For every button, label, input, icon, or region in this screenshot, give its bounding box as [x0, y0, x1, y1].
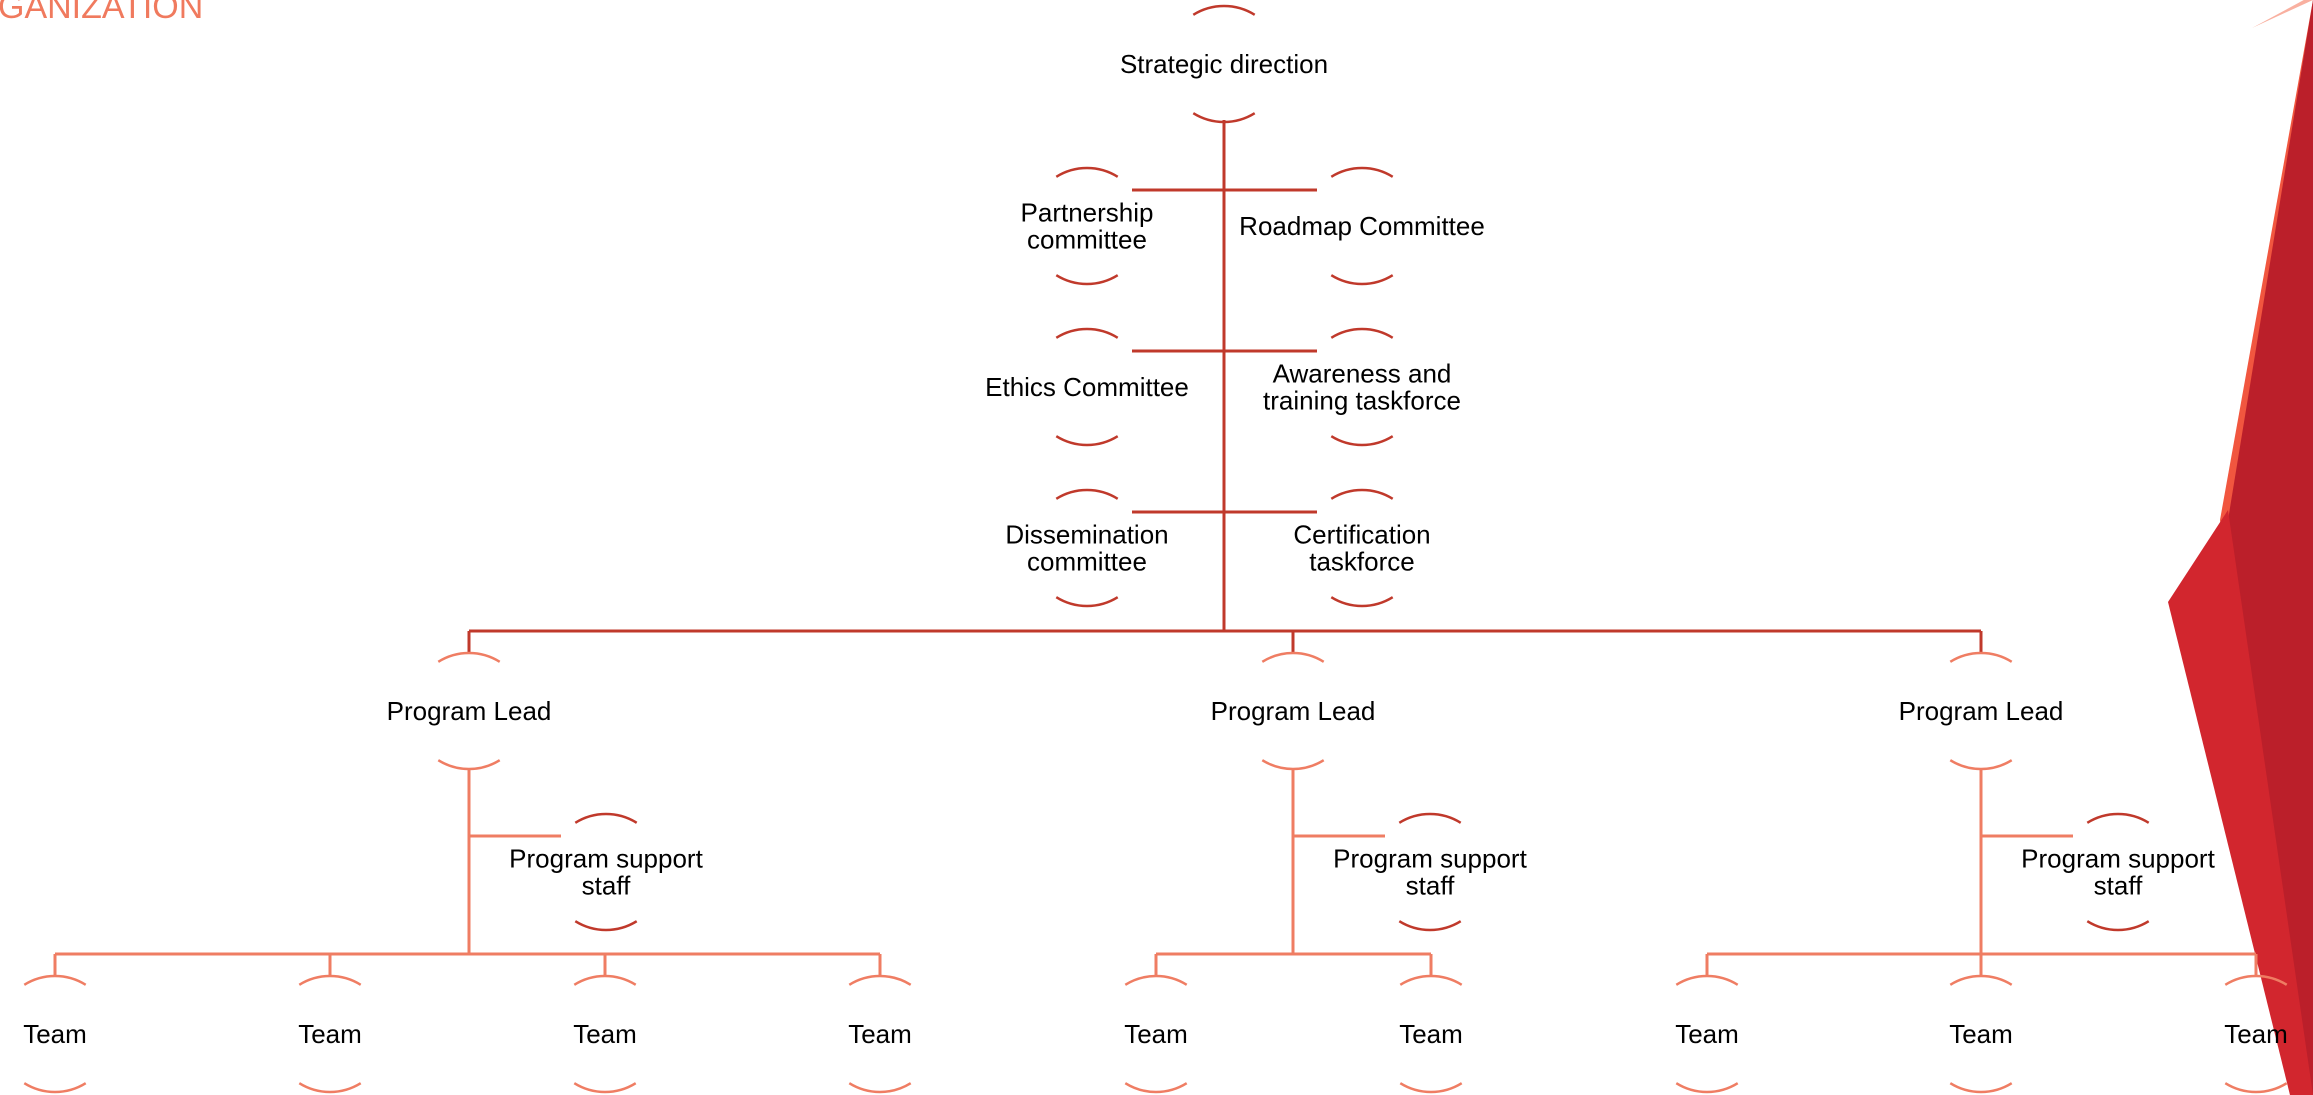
node-bottom-arc: [1330, 596, 1394, 608]
node-top-arc: [1261, 651, 1325, 663]
node-bottom-arc: [437, 759, 501, 771]
node-label: Team: [2224, 1019, 2288, 1049]
node-label: Team: [573, 1019, 637, 1049]
node-top-arc: [1330, 166, 1394, 178]
node-bottom-arc: [1124, 1082, 1188, 1094]
node-top-arc: [1330, 327, 1394, 339]
node-top-arc: [574, 812, 638, 824]
node-top-arc: [1124, 974, 1188, 986]
node-bottom-arc: [1330, 274, 1394, 286]
node-bottom-arc: [2086, 920, 2150, 932]
node-program-lead-0: Program Lead: [387, 651, 552, 771]
node-bottom-arc: [574, 920, 638, 932]
node-label: Team: [848, 1019, 912, 1049]
node-top-arc: [1055, 327, 1119, 339]
node-bottom-arc: [23, 1082, 87, 1094]
node-team-0-1: Team: [298, 974, 362, 1094]
node-team-2-0: Team: [1675, 974, 1739, 1094]
node-top-arc: [1949, 651, 2013, 663]
node-bottom-arc: [1399, 1082, 1463, 1094]
node-top-arc: [2086, 812, 2150, 824]
node-strategic-direction: Strategic direction: [1120, 4, 1328, 124]
node-top-arc: [1675, 974, 1739, 986]
node-top-arc: [573, 974, 637, 986]
node-bottom-arc: [1055, 596, 1119, 608]
node-bottom-arc: [573, 1082, 637, 1094]
node-bottom-arc: [1398, 920, 1462, 932]
node-label: Team: [1124, 1019, 1188, 1049]
node-program-lead-1: Program Lead: [1211, 651, 1376, 771]
node-top-arc: [1398, 812, 1462, 824]
node-bottom-arc: [298, 1082, 362, 1094]
node-top-arc: [298, 974, 362, 986]
node-label: Roadmap Committee: [1239, 211, 1485, 241]
node-top-arc: [1399, 974, 1463, 986]
node-bottom-arc: [1192, 112, 1256, 124]
accent-shape-red: [2168, 510, 2313, 1095]
node-team-1-0: Team: [1124, 974, 1188, 1094]
node-label: Program Lead: [1899, 696, 2064, 726]
node-bottom-arc: [1949, 1082, 2013, 1094]
node-top-arc: [1192, 4, 1256, 16]
node-bottom-arc: [1330, 435, 1394, 447]
node-label: Team: [1949, 1019, 2013, 1049]
node-committee-1: Roadmap Committee: [1239, 166, 1485, 286]
node-label: Strategic direction: [1120, 49, 1328, 79]
node-program-lead-2: Program Lead: [1899, 651, 2064, 771]
node-team-0-0: Team: [23, 974, 87, 1094]
node-top-arc: [1055, 166, 1119, 178]
node-top-arc: [1330, 488, 1394, 500]
node-label: Ethics Committee: [985, 372, 1189, 402]
node-top-arc: [2224, 974, 2288, 986]
node-label: Program Lead: [1211, 696, 1376, 726]
node-team-0-2: Team: [573, 974, 637, 1094]
node-top-arc: [23, 974, 87, 986]
node-label: Team: [1675, 1019, 1739, 1049]
node-bottom-arc: [848, 1082, 912, 1094]
node-label: Program Lead: [387, 696, 552, 726]
node-bottom-arc: [1261, 759, 1325, 771]
node-bottom-arc: [1055, 274, 1119, 286]
node-top-arc: [437, 651, 501, 663]
node-bottom-arc: [1055, 435, 1119, 447]
node-bottom-arc: [2224, 1082, 2288, 1094]
node-team-1-1: Team: [1399, 974, 1463, 1094]
node-bottom-arc: [1949, 759, 2013, 771]
decorative-accent-shapes: [2168, 0, 2313, 1095]
slide-title: GANIZATION: [0, 0, 203, 26]
node-team-2-1: Team: [1949, 974, 2013, 1094]
accent-shape-top: [2252, 0, 2313, 28]
node-top-arc: [848, 974, 912, 986]
node-bottom-arc: [1675, 1082, 1739, 1094]
node-team-2-2: Team: [2224, 974, 2288, 1094]
accent-shape-dark-red: [2228, 0, 2313, 1095]
node-top-arc: [1055, 488, 1119, 500]
node-team-0-3: Team: [848, 974, 912, 1094]
node-label: Team: [298, 1019, 362, 1049]
node-label: Team: [1399, 1019, 1463, 1049]
node-top-arc: [1949, 974, 2013, 986]
connectors: [53, 120, 2258, 977]
node-label: Team: [23, 1019, 87, 1049]
node-committee-2: Ethics Committee: [985, 327, 1189, 447]
